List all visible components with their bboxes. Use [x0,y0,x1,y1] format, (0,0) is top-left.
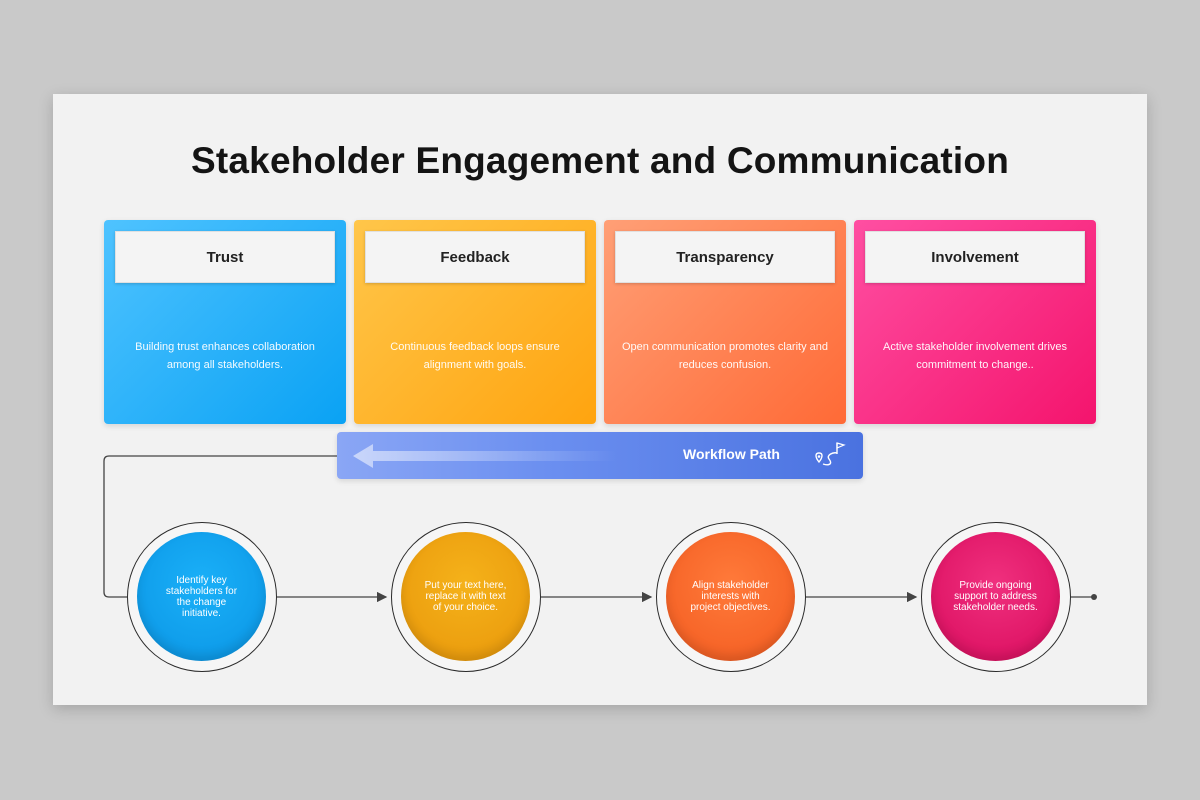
step-circle: Put your text here, replace it with text… [401,532,530,661]
card-label: Transparency [615,231,835,283]
step-circle: Provide ongoing support to address stake… [931,532,1060,661]
card-label: Feedback [365,231,585,283]
card-transparency: Transparency Open communication promotes… [604,220,846,424]
card-description: Continuous feedback loops ensure alignme… [390,341,560,371]
card-label: Trust [115,231,335,283]
workflow-label: Workflow Path [683,446,780,462]
card-description: Building trust enhances collaboration am… [135,341,315,371]
card-label: Involvement [865,231,1085,283]
step-text: Provide ongoing support to address stake… [953,580,1038,613]
end-dot [1091,594,1097,600]
step-circle: Identify key stakeholders for the change… [137,532,266,661]
card-trust: Trust Building trust enhances collaborat… [104,220,346,424]
step-node-4: Provide ongoing support to address stake… [921,522,1071,672]
left-arrow-icon [353,444,617,468]
card-feedback: Feedback Continuous feedback loops ensur… [354,220,596,424]
step-node-1: Identify key stakeholders for the change… [127,522,277,672]
step-circle: Align stakeholder interests with project… [666,532,795,661]
card-involvement: Involvement Active stakeholder involveme… [854,220,1096,424]
step-text: Identify key stakeholders for the change… [165,574,238,619]
step-node-2: Put your text here, replace it with text… [391,522,541,672]
step-text: Align stakeholder interests with project… [690,580,771,613]
page-title: Stakeholder Engagement and Communication [190,140,1009,181]
route-map-icon [815,442,846,466]
card-description: Open communication promotes clarity and … [621,341,829,371]
workflow-path-bar: Workflow Path [337,432,863,479]
step-node-3: Align stakeholder interests with project… [656,522,806,672]
return-path-line [103,455,337,598]
card-description: Active stakeholder involvement drives co… [882,341,1068,371]
step-text: Put your text here, replace it with text… [424,580,507,613]
